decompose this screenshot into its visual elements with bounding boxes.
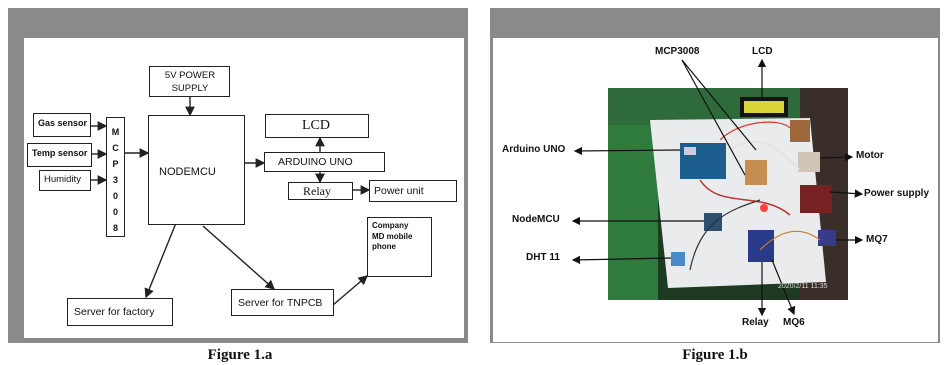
label-arduino-uno: Arduino UNO (502, 144, 565, 155)
label-dht11: DHT 11 (526, 252, 560, 263)
figure-b-caption: Figure 1.b (660, 347, 770, 364)
label-motor: Motor (856, 150, 884, 161)
photo-timestamp: 2020/2/11 11:35 (778, 283, 828, 290)
label-mq6: MQ6 (783, 317, 805, 328)
label-mcp3008: MCP3008 (655, 46, 699, 57)
label-lcd: LCD (752, 46, 773, 57)
label-nodemcu: NodeMCU (512, 214, 560, 225)
label-relay: Relay (742, 317, 769, 328)
label-power-supply: Power supply (864, 188, 929, 199)
label-mq7: MQ7 (866, 234, 888, 245)
